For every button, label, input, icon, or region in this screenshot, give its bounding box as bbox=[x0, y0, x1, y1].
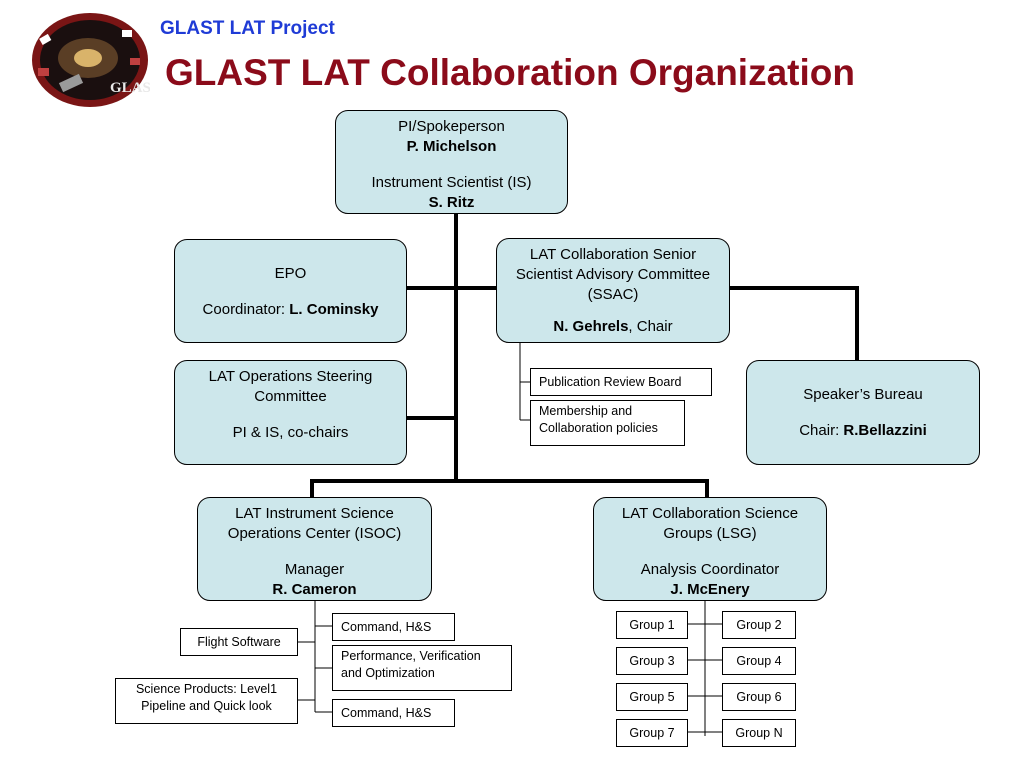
ssac-line3: (SSAC) bbox=[587, 286, 639, 303]
page-title: GLAST LAT Collaboration Organization bbox=[165, 52, 855, 93]
project-label: GLAST LAT Project bbox=[160, 18, 335, 39]
group-box: Group N bbox=[722, 719, 796, 747]
group-box: Group 1 bbox=[616, 611, 688, 639]
ssac-line2: Scientist Advisory Committee bbox=[515, 266, 711, 283]
isoc-line1: LAT Instrument Science bbox=[235, 505, 394, 522]
ops-line1: LAT Operations Steering bbox=[208, 368, 373, 385]
lsg-line1: LAT Collaboration Science bbox=[621, 505, 799, 522]
logo-text: GLAST bbox=[110, 80, 150, 96]
group-box: Group 3 bbox=[616, 647, 688, 675]
isoc-manager-name: R. Cameron bbox=[272, 581, 357, 598]
ops-steering-box: LAT Operations Steering Committee PI & I… bbox=[174, 360, 407, 465]
lsg-role: Analysis Coordinator bbox=[640, 561, 780, 578]
pi-role: PI/Spokeperson bbox=[398, 118, 505, 135]
epo-name: L. Cominsky bbox=[289, 301, 379, 318]
publication-review-board-box: Publication Review Board bbox=[530, 368, 712, 396]
ssac-chair-role: , Chair bbox=[628, 318, 673, 335]
speakers-bureau-box: Speaker’s Bureau Chair: R.Bellazzini bbox=[746, 360, 980, 465]
pi-box: PI/Spokeperson P. Michelson Instrument S… bbox=[335, 110, 568, 214]
group-box: Group 4 bbox=[722, 647, 796, 675]
is-name: S. Ritz bbox=[428, 194, 475, 211]
is-role: Instrument Scientist (IS) bbox=[371, 174, 532, 191]
group-box: Group 5 bbox=[616, 683, 688, 711]
group-box: Group 6 bbox=[722, 683, 796, 711]
science-products-box: Science Products: Level1 Pipeline and Qu… bbox=[115, 678, 298, 724]
lsg-box: LAT Collaboration Science Groups (LSG) A… bbox=[593, 497, 827, 601]
speakers-role: Chair: bbox=[799, 422, 844, 439]
performance-verification-box: Performance, Verification and Optimizati… bbox=[332, 645, 512, 691]
group-box: Group 7 bbox=[616, 719, 688, 747]
epo-title: EPO bbox=[274, 265, 307, 282]
epo-role: Coordinator: bbox=[202, 301, 290, 318]
ops-chairs: PI & IS, co-chairs bbox=[232, 424, 349, 441]
ssac-box: LAT Collaboration Senior Scientist Advis… bbox=[496, 238, 730, 343]
command-hs-box-2: Command, H&S bbox=[332, 699, 455, 727]
ssac-line1: LAT Collaboration Senior bbox=[529, 246, 697, 263]
command-hs-box-1: Command, H&S bbox=[332, 613, 455, 641]
speakers-title: Speaker’s Bureau bbox=[803, 386, 923, 403]
glast-logo: GLAST bbox=[32, 13, 150, 107]
group-box: Group 2 bbox=[722, 611, 796, 639]
ssac-chair-name: N. Gehrels bbox=[553, 318, 629, 335]
ops-line2: Committee bbox=[254, 388, 327, 405]
isoc-line2: Operations Center (ISOC) bbox=[227, 525, 402, 542]
epo-box: EPO Coordinator: L. Cominsky bbox=[174, 239, 407, 343]
membership-policies-box: Membership and Collaboration policies bbox=[530, 400, 685, 446]
pi-name: P. Michelson bbox=[406, 138, 497, 155]
isoc-role: Manager bbox=[284, 561, 345, 578]
isoc-box: LAT Instrument Science Operations Center… bbox=[197, 497, 432, 601]
lsg-coordinator-name: J. McEnery bbox=[670, 581, 750, 598]
lsg-line2: Groups (LSG) bbox=[663, 525, 757, 542]
speakers-name: R.Bellazzini bbox=[843, 422, 927, 439]
flight-software-box: Flight Software bbox=[180, 628, 298, 656]
